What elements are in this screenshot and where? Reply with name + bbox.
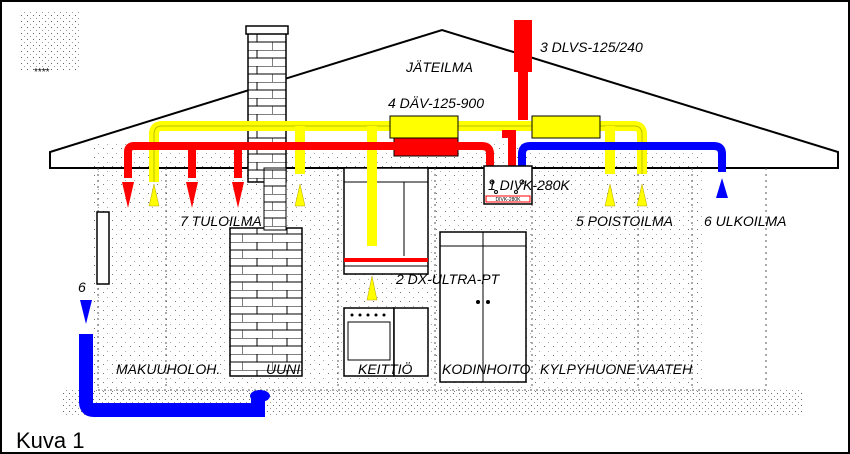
- cabinet: [439, 231, 527, 383]
- kitchen-hood-unit: [343, 167, 429, 275]
- label-supply: 7 TULOILMA: [180, 213, 262, 229]
- stove: [343, 307, 429, 377]
- outdoor-duct-system: [79, 142, 728, 417]
- label-dx-ultra: 2 DX-ULTRA-PT: [395, 271, 501, 287]
- chimney: [229, 25, 303, 377]
- label-divk: 1 DIVK-280K: [488, 177, 570, 193]
- supply-duct-system: [124, 20, 532, 178]
- label-dlvs: 3 DLVS-125/240: [540, 39, 643, 55]
- figure-caption: Kuva 1: [16, 428, 85, 453]
- room-kylpyhuone: KYLPYHUONE: [540, 361, 636, 377]
- divk-unit: DIVK-280K: [483, 165, 533, 205]
- label-outdoor-right: 6 ULKOILMA: [704, 213, 786, 229]
- extract-arrows: [148, 183, 648, 301]
- label-exhaust: JÄTEILMA: [405, 59, 473, 75]
- room-vaateh: VAATEH: [638, 361, 693, 377]
- roof-outline: [49, 28, 839, 169]
- outdoor-air-arrow-right: [716, 178, 728, 198]
- supply-arrows: [122, 182, 244, 208]
- label-dav: 4 DÄV-125-900: [388, 95, 484, 111]
- outdoor-air-arrow-left: [80, 300, 92, 324]
- window: [96, 211, 110, 285]
- label-extract: 5 POISTOILMA: [576, 213, 673, 229]
- roof-vent-cap: [514, 20, 532, 72]
- unit-plate: DIVK-280K: [495, 197, 521, 203]
- corner-texture: [20, 10, 80, 72]
- label-outdoor-left: 6: [78, 279, 86, 295]
- room-uuni: UUNI: [266, 361, 300, 377]
- corner-mark: ****: [34, 67, 50, 78]
- room-makuuholoh: MAKUUHOLOH.: [116, 361, 220, 377]
- room-keittio: KEITTIÖ: [358, 360, 413, 377]
- room-kodinhoito: KODINHOITO: [442, 361, 531, 377]
